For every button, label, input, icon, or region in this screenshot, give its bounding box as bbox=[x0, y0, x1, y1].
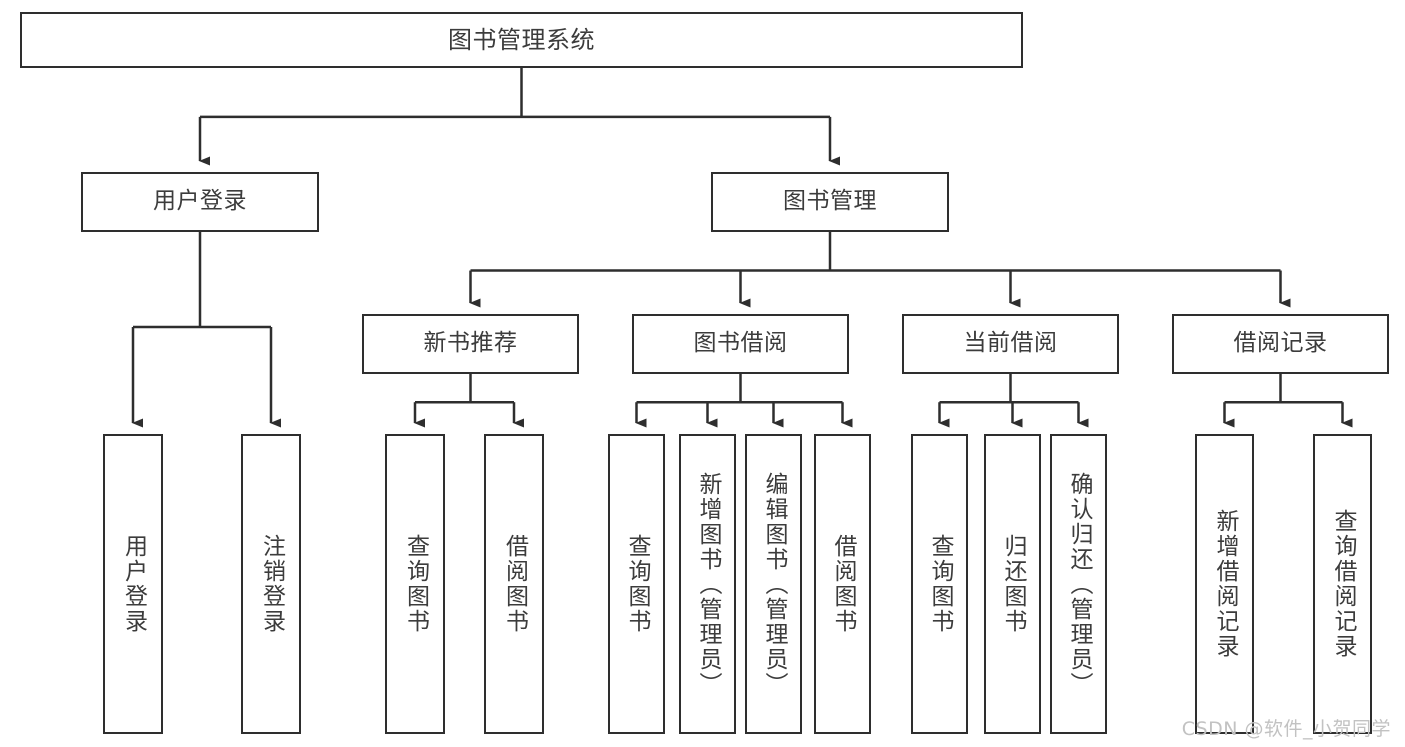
leaf-borrow-book-recommend[interactable]: 借阅图书 bbox=[484, 434, 544, 734]
node-label: 借阅记录 bbox=[1233, 330, 1328, 357]
leaf-add-borrow-record[interactable]: 新增借阅记录 bbox=[1195, 434, 1254, 734]
node-root[interactable]: 图书管理系统 bbox=[20, 12, 1023, 68]
node-label: 查询图书 bbox=[927, 534, 953, 634]
node-label: 图书借阅 bbox=[693, 330, 788, 357]
leaf-return-book[interactable]: 归还图书 bbox=[984, 434, 1041, 734]
leaf-edit-book-admin[interactable]: 编辑图书（管理员） bbox=[745, 434, 802, 734]
node-label: 查询图书 bbox=[402, 534, 429, 634]
node-label: 注销登录 bbox=[258, 534, 285, 634]
leaf-query-book-recommend[interactable]: 查询图书 bbox=[385, 434, 445, 734]
node-label: 查询借阅记录 bbox=[1330, 509, 1356, 659]
node-label: 用户登录 bbox=[153, 188, 247, 215]
node-label: 借阅图书 bbox=[830, 534, 856, 634]
leaf-confirm-return-admin[interactable]: 确认归还（管理员） bbox=[1050, 434, 1107, 734]
leaf-query-book-current[interactable]: 查询图书 bbox=[911, 434, 968, 734]
leaf-query-book[interactable]: 查询图书 bbox=[608, 434, 665, 734]
node-label: 用户登录 bbox=[120, 534, 147, 634]
leaf-logout[interactable]: 注销登录 bbox=[241, 434, 301, 734]
node-new-book-recommend[interactable]: 新书推荐 bbox=[362, 314, 579, 374]
node-label: 编辑图书（管理员） bbox=[761, 471, 787, 697]
node-label: 当前借阅 bbox=[963, 330, 1058, 357]
node-label: 借阅图书 bbox=[501, 534, 528, 634]
leaf-user-login[interactable]: 用户登录 bbox=[103, 434, 163, 734]
node-label: 新增图书（管理员） bbox=[695, 471, 721, 697]
leaf-borrow-book[interactable]: 借阅图书 bbox=[814, 434, 871, 734]
node-book-borrow[interactable]: 图书借阅 bbox=[632, 314, 849, 374]
node-current-borrow[interactable]: 当前借阅 bbox=[902, 314, 1119, 374]
leaf-add-book-admin[interactable]: 新增图书（管理员） bbox=[679, 434, 736, 734]
node-user-login[interactable]: 用户登录 bbox=[81, 172, 319, 232]
node-borrow-record[interactable]: 借阅记录 bbox=[1172, 314, 1389, 374]
node-label: 新书推荐 bbox=[423, 330, 518, 357]
csdn-watermark: CSDN @软件_小贺同学 bbox=[1181, 718, 1391, 740]
node-label: 确认归还（管理员） bbox=[1066, 471, 1092, 697]
node-label: 查询图书 bbox=[624, 534, 650, 634]
node-label: 图书管理系统 bbox=[448, 25, 595, 54]
node-book-management[interactable]: 图书管理 bbox=[711, 172, 949, 232]
leaf-query-borrow-record[interactable]: 查询借阅记录 bbox=[1313, 434, 1372, 734]
node-label: 归还图书 bbox=[1000, 534, 1026, 634]
node-label: 图书管理 bbox=[783, 188, 877, 215]
node-label: 新增借阅记录 bbox=[1212, 509, 1238, 659]
